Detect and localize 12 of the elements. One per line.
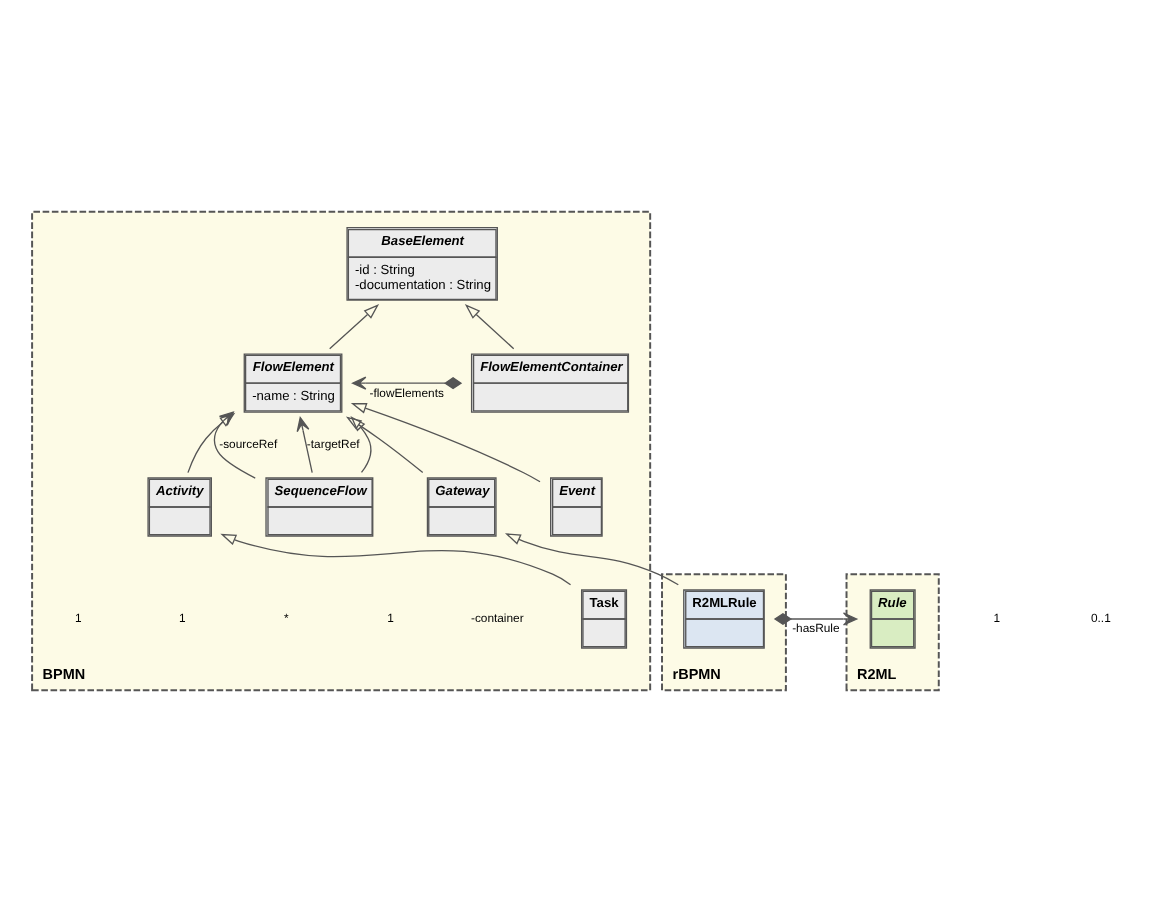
arrow <box>464 303 515 349</box>
arrow <box>504 532 679 585</box>
arrow <box>773 611 858 625</box>
arrow <box>345 415 424 473</box>
arrow <box>187 411 236 473</box>
arrow <box>213 410 256 478</box>
arrow <box>220 532 572 585</box>
arrow <box>350 402 541 482</box>
arrow <box>296 415 313 473</box>
arrow <box>351 375 463 389</box>
arrow <box>350 415 372 473</box>
arrow <box>329 303 380 349</box>
